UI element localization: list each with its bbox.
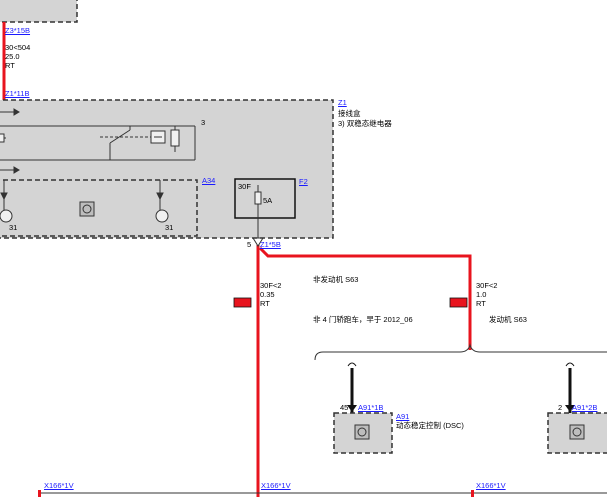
a34-pin-right: 31: [165, 223, 174, 232]
a91-pin: 45: [340, 403, 349, 412]
branch-left-circuit: 30F<2: [260, 281, 282, 290]
z1-connector-bottom-ref[interactable]: Z1*5B: [260, 240, 281, 249]
branch-right-color: RT: [476, 299, 486, 308]
f2-circuit: 30F: [238, 182, 251, 191]
variant-brace: [314, 343, 607, 361]
dsc-icon-right: [569, 424, 585, 440]
wire-top-size: 25.0: [5, 52, 20, 61]
z1-ref[interactable]: Z1: [338, 98, 347, 107]
branch-right-condition: 发动机 S63: [489, 315, 527, 324]
f2-rating: 5A: [263, 196, 273, 205]
branch-left-size: 0.35: [260, 290, 275, 299]
wire-top-spec: 30<504 25.0 RT: [5, 43, 30, 70]
branch-right-size: 1.0: [476, 290, 487, 299]
a91-ref[interactable]: A91: [396, 412, 410, 421]
wire-top-circuit: 30<504: [5, 43, 31, 52]
control-unit-icon: [79, 201, 95, 217]
fuse-f2-box: [234, 178, 296, 219]
a91-name: 动态稳定控制 (DSC): [396, 421, 464, 430]
a91-right-pin: 2: [558, 403, 563, 412]
wire-marker-right: [449, 297, 468, 308]
pin-arrow-a91: [347, 405, 357, 412]
fuse-symbol: [254, 185, 262, 238]
a91-connector-ref[interactable]: A91*1B: [358, 403, 384, 412]
x166-mid-ref[interactable]: X166*1V: [261, 481, 291, 490]
top-connector-ref[interactable]: Z3*15B: [5, 26, 31, 35]
connector-arrow: [252, 237, 264, 247]
relay-pin-label: 3: [201, 118, 206, 127]
branch-left-note: 非 4 门轿跑车，早于 2012_06: [313, 315, 413, 324]
wire-red: [256, 245, 472, 497]
pin-arrow-a91-right: [565, 405, 575, 412]
z1-pin-5: 5: [247, 240, 252, 249]
dsc-icon: [354, 424, 370, 440]
wire-top-color: RT: [5, 61, 15, 70]
x166-left-ref[interactable]: X166*1V: [44, 481, 74, 490]
z1-connector-top-ref[interactable]: Z1*11B: [5, 89, 30, 98]
a34-box: [0, 179, 198, 237]
wire-marker-left: [233, 297, 252, 308]
branch-right-circuit: 30F<2: [476, 281, 498, 290]
x166-right-ref[interactable]: X166*1V: [476, 481, 506, 490]
branch-left-color: RT: [260, 299, 270, 308]
wire-black: [350, 368, 572, 415]
top-component-box: [0, 0, 78, 23]
branch-right-wire-spec: 30F<2 1.0 RT: [476, 281, 497, 308]
z1-name: 接线盒: [338, 109, 361, 118]
bus-ticks: [38, 490, 474, 497]
branch-left-condition: 非发动机 S63: [313, 275, 359, 284]
wire-black-ends: [347, 362, 575, 367]
a34-internals: [0, 180, 169, 223]
f2-ref[interactable]: F2: [299, 177, 308, 186]
z1-note: 3) 双稳态继电器: [338, 119, 392, 128]
a34-ref[interactable]: A34: [202, 176, 216, 185]
branch-left-wire-spec: 30F<2 0.35 RT: [260, 281, 281, 308]
a34-pin-left: 31: [9, 223, 18, 232]
relay-wiring: [0, 108, 196, 174]
a91-right-connector-ref[interactable]: A91*2B: [572, 403, 598, 412]
